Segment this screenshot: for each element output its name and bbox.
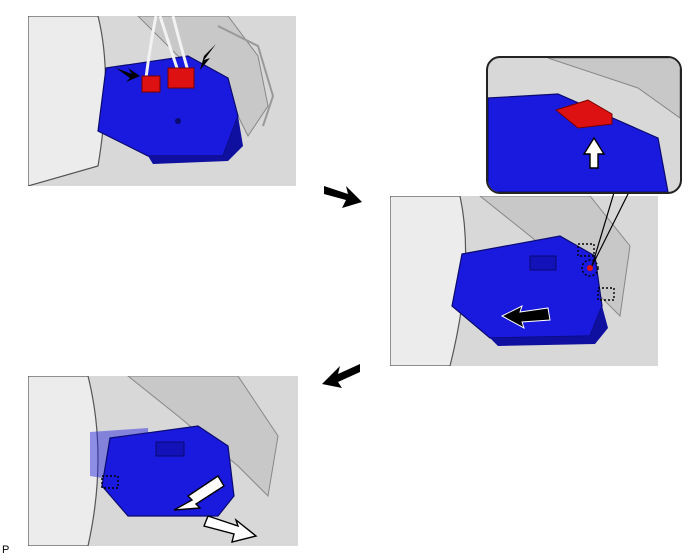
wire: [171, 16, 190, 72]
module-side: [490, 306, 608, 346]
wire: [144, 16, 158, 79]
step-3-panel: [28, 376, 298, 546]
step-1-illustration: [28, 16, 275, 186]
module-bolt: [175, 118, 181, 124]
figure-code: P: [2, 544, 10, 556]
bracket-edge: [217, 25, 275, 127]
flow-arrow-right-icon: [324, 186, 362, 208]
module-body: [101, 425, 235, 517]
module-body: [451, 235, 603, 339]
trim-panel: [28, 16, 107, 186]
callout-leader: [591, 186, 633, 267]
step-1-panel: [28, 16, 296, 186]
trim-panel: [390, 196, 467, 366]
connector-left: [141, 75, 161, 93]
step-3-illustration: [28, 376, 279, 546]
arrow-up-icon: [582, 136, 606, 169]
module-side: [148, 116, 243, 164]
removal-arrow-icon: [173, 475, 225, 511]
module-connector-port: [155, 441, 185, 457]
lock-marker: [581, 259, 599, 277]
module-connector-port: [529, 255, 557, 271]
lock-detail-inset: [486, 56, 682, 194]
module-body: [488, 93, 669, 192]
flow-arrow-left-icon: [322, 364, 360, 388]
pull-out-arrow-icon: [203, 515, 258, 543]
wire: [158, 16, 180, 72]
clip-marker: [577, 243, 595, 257]
arrow-pointer-right: [200, 44, 216, 70]
clip-marker: [597, 287, 615, 301]
clip-marker: [101, 475, 119, 489]
lock-claw: [554, 99, 613, 129]
trim-panel: [28, 376, 99, 546]
connector-right: [167, 67, 195, 89]
step-2-illustration: [390, 196, 631, 366]
slide-arrow-icon: [500, 305, 551, 330]
arrow-pointer-left: [116, 68, 140, 82]
lock-claw: [587, 265, 593, 271]
lock-detail-illustration: [488, 58, 680, 192]
bracket-structure: [547, 58, 680, 119]
